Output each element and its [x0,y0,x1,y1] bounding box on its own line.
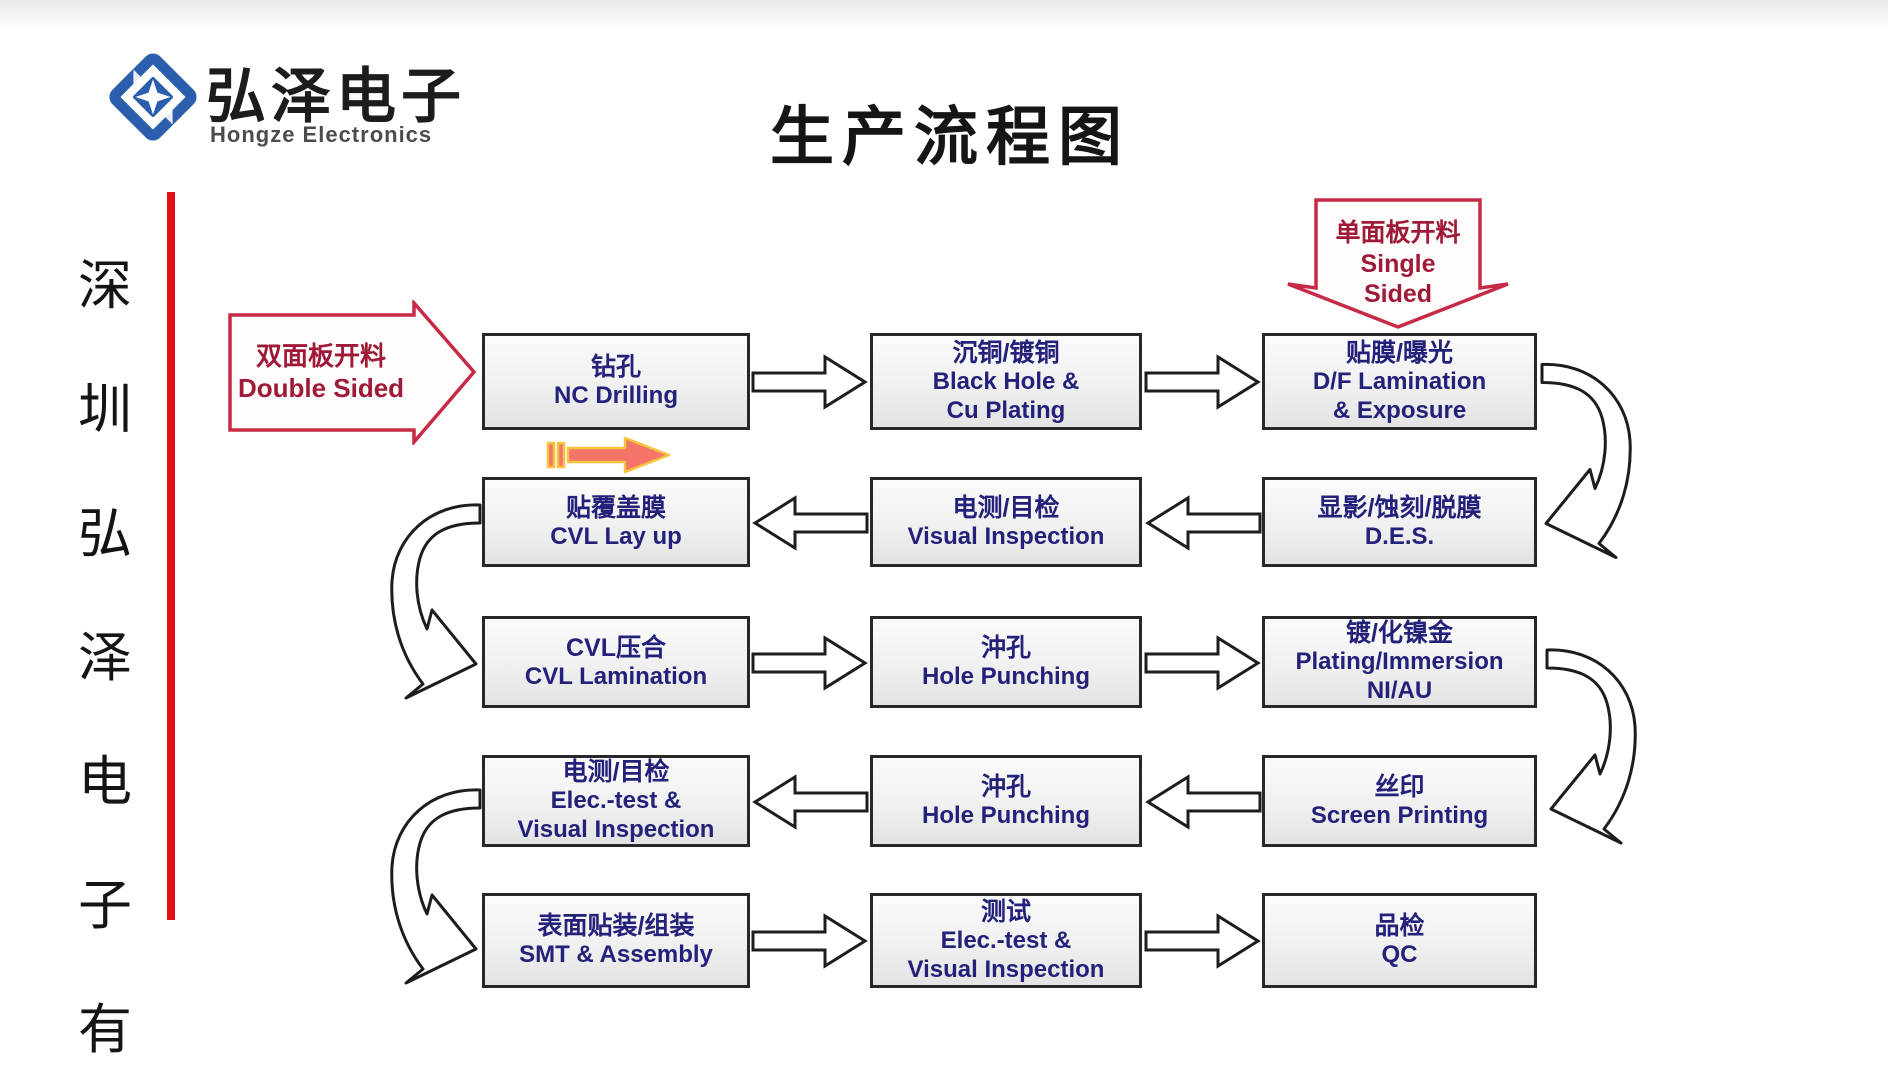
box-plating-immersion-ni-au: 镀/化镍金 Plating/Immersion NI/AU [1262,616,1537,708]
box-line-en: Screen Printing [1310,801,1489,829]
box-cvl-lamination: CVL压合 CVL Lamination [482,616,750,708]
curved-arrow-right-icon [1540,362,1632,559]
box-line-en: Hole Punching [922,662,1090,690]
brand-name-en: Hongze Electronics [210,122,433,147]
box-line-cn: 贴膜/曝光 [1346,338,1453,367]
flow-arrow-right-icon [751,913,868,969]
curved-arrow-right-icon [1545,648,1637,845]
box-line-cn: 贴覆盖膜 [565,493,666,522]
box-line-cn: 显影/蚀刻/脱膜 [1317,493,1482,522]
box-line-en: NC Drilling [554,382,678,410]
box-line-en: Visual Inspection [907,522,1105,550]
box-line-cn: 电测/目检 [562,758,670,787]
box-line-en: Plating/Immersion [1295,648,1504,676]
right-block-arrow-red-icon [228,300,477,445]
flow-arrow-left-icon [1145,495,1262,551]
entry-arrow-double-sided: 双面板开料 Double Sided [226,300,478,445]
box-des: 显影/蚀刻/脱膜 D.E.S. [1262,477,1537,567]
box-line-en: Hole Punching [922,801,1090,829]
box-line-cn: 丝印 [1374,772,1425,801]
vertical-company-text: 深 圳 弘 泽 电 子 有 [74,218,136,1080]
box-line-en: CVL Lamination [524,662,708,690]
box-line-en: Visual Inspection [907,955,1105,983]
down-block-arrow-red-icon [1287,198,1509,329]
flow-arrow-right-icon [1144,635,1261,691]
flow-arrow-right-icon [1144,354,1261,410]
box-screen-printing: 丝印 Screen Printing [1262,755,1537,847]
progress-highlight-arrow-icon [546,436,671,474]
flow-arrow-right-icon [1144,913,1261,969]
box-line-cn: 沖孔 [980,633,1031,662]
curved-arrow-left-icon [390,788,482,985]
flow-arrow-right-icon [751,354,868,410]
hongze-diamond-logo-icon [109,53,197,141]
box-line-cn: 测试 [980,897,1031,926]
box-line-en: NI/AU [1366,677,1433,704]
box-line-cn: 电测/目检 [952,493,1060,522]
box-nc-drilling: 钻孔 NC Drilling [482,333,750,430]
box-line-en: Elec.-test & [550,787,682,815]
box-hole-punching-1: 沖孔 Hole Punching [870,616,1142,708]
vertical-accent-line [167,192,175,920]
vertical-char: 圳 [78,379,132,440]
box-hole-punching-2: 沖孔 Hole Punching [870,755,1142,847]
vertical-char: 弘 [78,503,132,564]
flow-arrow-left-icon [752,495,869,551]
box-line-en: D/F Lamination [1312,367,1487,395]
vertical-char: 有 [78,999,132,1060]
box-line-en: QC [1381,941,1418,969]
box-final-test-visual-inspection: 测试 Elec.-test & Visual Inspection [870,893,1142,988]
box-line-en: CVL Lay up [550,522,682,550]
vertical-char: 子 [78,875,132,936]
box-line-cn: 沉铜/镀铜 [952,338,1060,367]
box-line-en: Cu Plating [946,396,1066,424]
top-edge-shade [0,0,1888,30]
box-line-cn: 品检 [1374,912,1425,941]
box-line-en: D.E.S. [1364,522,1435,550]
flow-arrow-right-icon [751,635,868,691]
box-elec-test-visual-inspection: 电测/目检 Elec.-test & Visual Inspection [482,755,750,847]
box-visual-inspection: 电测/目检 Visual Inspection [870,477,1142,567]
double-sided-label-en: Double Sided [237,372,405,403]
box-line-en: Visual Inspection [517,816,715,843]
box-black-hole-cu-plating: 沉铜/镀铜 Black Hole & Cu Plating [870,333,1142,430]
single-sided-label-en2: Sided [1363,280,1433,309]
box-qc: 品检 QC [1262,893,1537,988]
single-sided-label-en1: Single [1360,249,1436,278]
box-line-cn: CVL压合 [565,633,666,662]
box-line-en: & Exposure [1332,396,1467,424]
box-df-lamination-exposure: 贴膜/曝光 D/F Lamination & Exposure [1262,333,1537,430]
box-line-cn: 镀/化镍金 [1346,619,1453,648]
flow-arrow-left-icon [752,774,869,830]
entry-arrow-single-sided: 单面板开料 Single Sided [1284,197,1512,331]
box-line-en: SMT & Assembly [519,941,713,969]
flow-arrow-left-icon [1145,774,1262,830]
box-cvl-lay-up: 贴覆盖膜 CVL Lay up [482,477,750,567]
box-line-cn: 沖孔 [980,772,1031,801]
double-sided-label-cn: 双面板开料 [255,340,386,371]
single-sided-label-cn: 单面板开料 [1335,219,1461,248]
box-line-cn: 表面贴装/组装 [537,912,695,941]
box-line-en: Elec.-test & [940,926,1072,954]
vertical-char: 深 [78,255,132,316]
box-smt-assembly: 表面贴装/组装 SMT & Assembly [482,893,750,988]
box-line-cn: 钻孔 [590,353,641,382]
curved-arrow-left-icon [390,503,482,700]
brand-name-cn: 弘泽电子 [206,63,466,130]
page-title: 生产流程图 [770,101,1130,173]
vertical-char: 电 [78,751,132,812]
box-line-en: Black Hole & [932,367,1080,395]
vertical-char: 泽 [78,627,132,688]
